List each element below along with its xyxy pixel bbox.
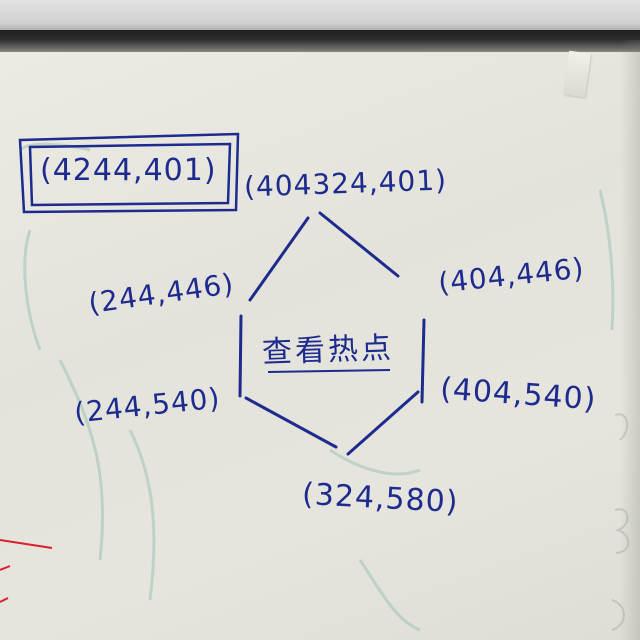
faint-right-letters — [611, 413, 630, 631]
monitor-bezel — [0, 0, 640, 34]
paper-right-edge — [620, 40, 640, 640]
hex-edge-upper-right — [318, 211, 400, 278]
red-marks — [0, 539, 53, 603]
hexagon-shape — [238, 211, 426, 456]
center-text-underline — [267, 369, 391, 373]
coordinate-label-top-right: (404324,401) — [243, 163, 448, 204]
faint-background-marks — [18, 142, 615, 632]
paper-sheet — [0, 52, 640, 640]
hex-edge-right — [420, 318, 426, 404]
hex-edge-upper-left — [248, 216, 310, 302]
coordinate-label-bottom: (324,580) — [301, 476, 460, 521]
center-hotspot-label: 查看热点 — [261, 330, 395, 371]
hex-edge-lower-left — [244, 396, 338, 449]
hex-edge-lower-right — [346, 390, 420, 456]
boxed-label-frame — [18, 132, 240, 214]
boxed-coordinate-label: (4244,401) — [40, 153, 217, 188]
hex-edge-left — [238, 314, 243, 398]
